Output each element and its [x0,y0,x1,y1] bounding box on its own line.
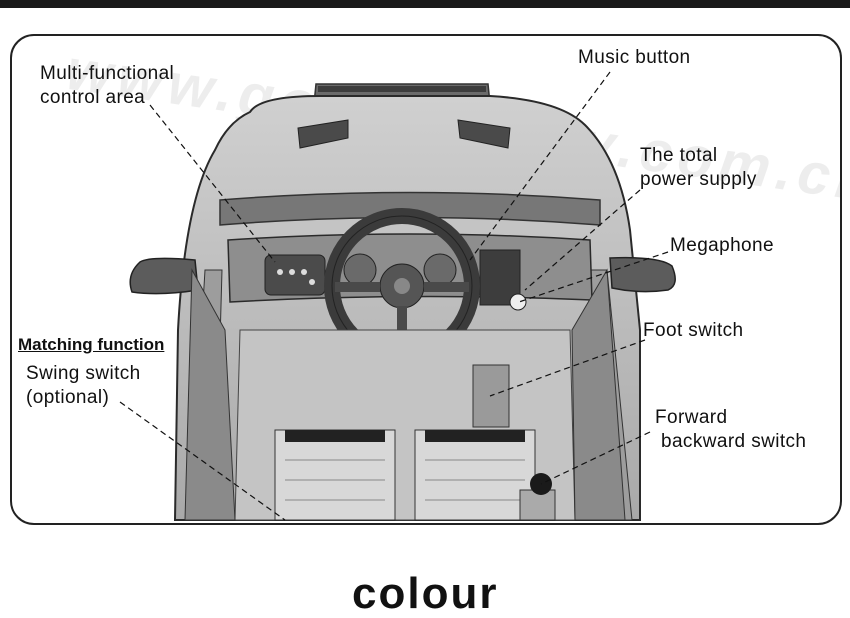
leader-megaphone [518,251,669,303]
leader-multi [149,104,276,263]
label-music-button: Music button [578,47,691,68]
right-mirror [609,256,676,293]
colour-heading: colour [352,569,499,618]
hood-vent-right [457,119,511,149]
hood-vent-left [297,119,349,149]
leader-swing [119,401,286,521]
leader-power [524,189,641,291]
leader-forward [540,431,651,485]
label-forward-backward: Forward backward switch [655,407,807,452]
label-megaphone: Megaphone [670,235,774,256]
matching-function-heading: Matching function [18,335,165,354]
control-panel [264,254,326,296]
label-total-power: The total power supply [640,145,757,190]
leader-foot [489,339,646,397]
label-swing-switch: Swing switch (optional) [26,363,141,408]
leader-music [469,71,611,261]
top-bar [0,0,850,8]
label-multi-functional: Multi-functional control area [40,63,175,108]
leader-lines [119,71,669,521]
car-illustration [119,71,676,521]
label-foot-switch: Foot switch [643,320,744,341]
left-mirror [129,257,199,295]
